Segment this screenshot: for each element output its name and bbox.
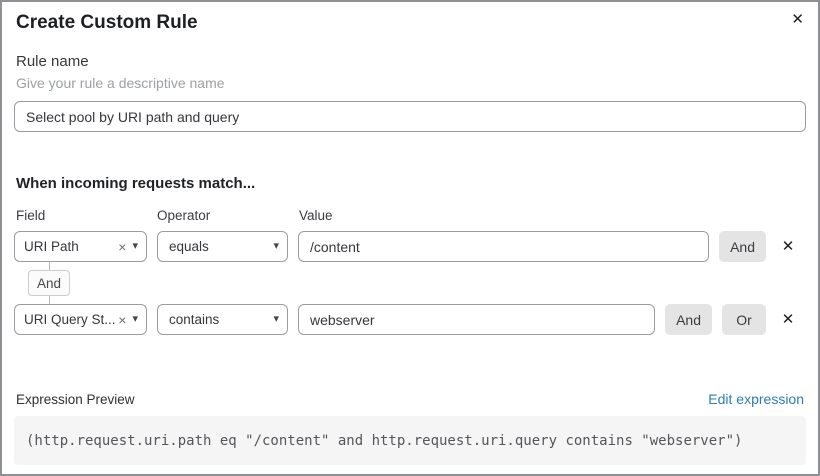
operator-select-value: contains — [169, 312, 220, 327]
expression-code-block: (http.request.uri.path eq "/content" and… — [14, 416, 806, 465]
and-button-row2[interactable]: And — [665, 304, 712, 335]
match-heading: When incoming requests match... — [16, 175, 256, 192]
clear-selection-icon[interactable]: × — [118, 238, 127, 255]
and-button-row1[interactable]: And — [719, 231, 766, 262]
operator-select-value: equals — [169, 239, 209, 254]
joiner-line-bottom — [48, 296, 50, 304]
match-row-1: URI Path × ▾ equals ▾ And ✕ — [14, 231, 806, 262]
dialog-title: Create Custom Rule — [16, 12, 198, 33]
chevron-down-icon: ▾ — [273, 313, 279, 325]
value-column-label: Value — [299, 208, 333, 223]
operator-select-row2[interactable]: contains ▾ — [157, 304, 288, 335]
operator-select-row1[interactable]: equals ▾ — [157, 231, 288, 262]
edit-expression-link[interactable]: Edit expression — [708, 391, 804, 407]
match-column-headers: Field Operator Value — [16, 209, 806, 223]
expression-preview-header: Expression Preview Edit expression — [16, 392, 804, 407]
close-icon[interactable]: ✕ — [787, 8, 808, 31]
rule-name-input[interactable] — [14, 101, 806, 132]
expression-preview-label: Expression Preview — [16, 392, 135, 407]
remove-row-icon[interactable]: ✕ — [776, 312, 800, 327]
value-input-row1[interactable] — [298, 231, 710, 262]
operator-column-label: Operator — [157, 208, 211, 223]
field-select-row1[interactable]: URI Path × ▾ — [14, 231, 147, 262]
field-select-value: URI Path — [24, 239, 79, 254]
field-select-row2[interactable]: URI Query St... × ▾ — [14, 304, 147, 335]
joiner-and-badge[interactable]: And — [28, 270, 70, 296]
field-column-label: Field — [16, 208, 46, 223]
rule-name-hint: Give your rule a descriptive name — [16, 75, 225, 91]
chevron-down-icon: ▾ — [132, 240, 138, 252]
chevron-down-icon: ▾ — [273, 240, 279, 252]
value-input-row2[interactable] — [298, 304, 656, 335]
joiner-line-top — [48, 262, 50, 270]
chevron-down-icon: ▾ — [132, 313, 138, 325]
expression-code: (http.request.uri.path eq "/content" and… — [26, 432, 743, 449]
or-button-row2[interactable]: Or — [722, 304, 766, 335]
match-row-2: URI Query St... × ▾ contains ▾ And Or ✕ — [14, 304, 806, 335]
row-joiner: And — [28, 262, 70, 304]
remove-row-icon[interactable]: ✕ — [776, 239, 800, 254]
rule-name-label: Rule name — [16, 53, 89, 70]
field-select-value: URI Query St... — [24, 312, 116, 327]
clear-selection-icon[interactable]: × — [118, 311, 127, 328]
